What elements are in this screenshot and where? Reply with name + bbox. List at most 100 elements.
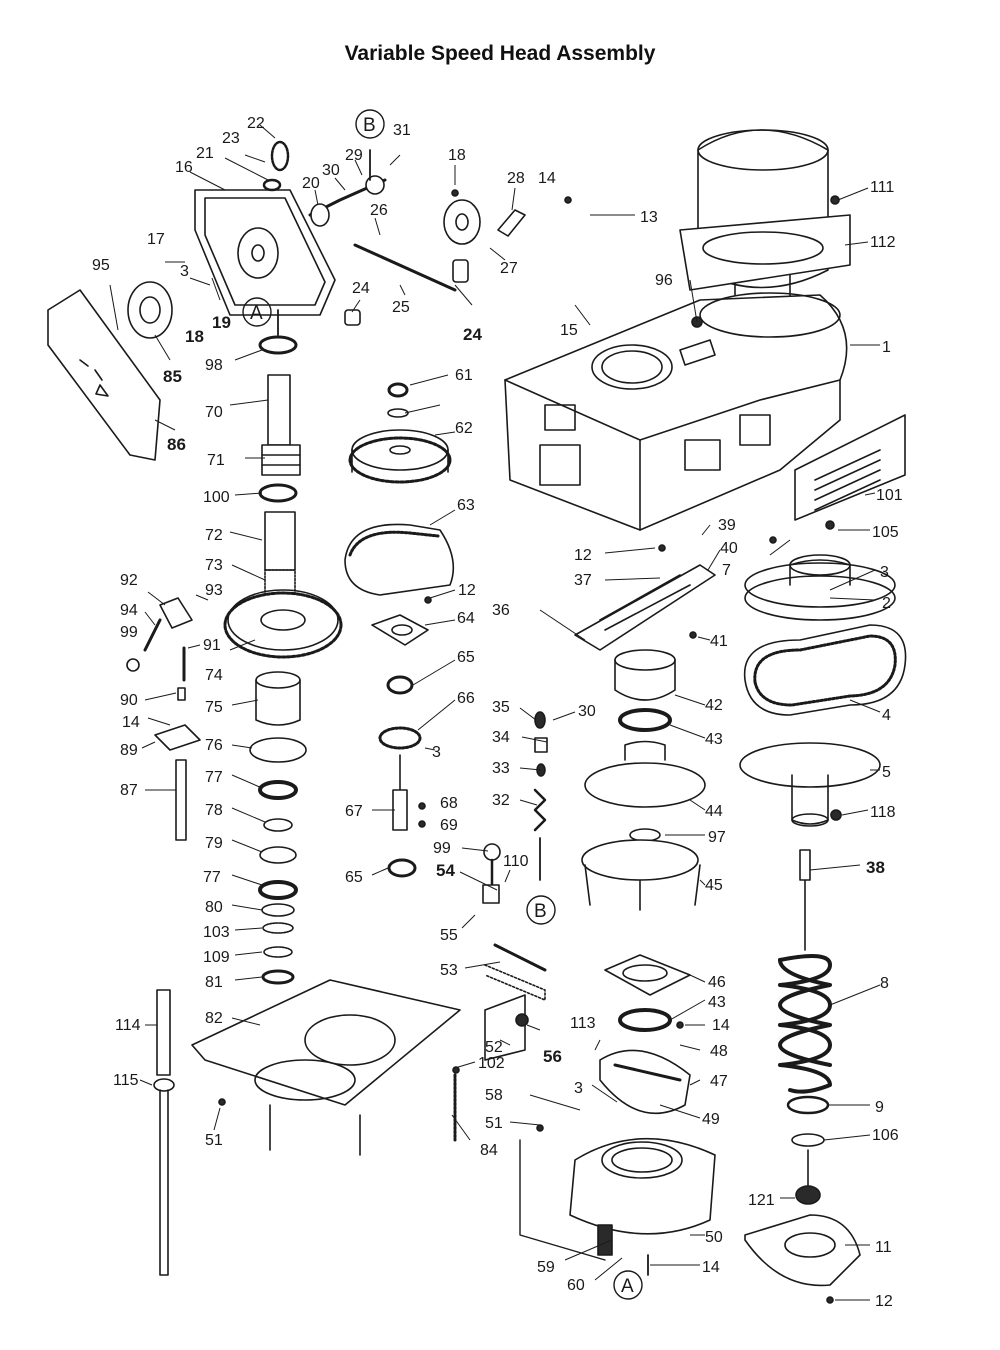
motor-pulley-disc <box>581 740 706 911</box>
label-31: 31 <box>393 122 411 139</box>
label-48: 48 <box>710 1043 728 1060</box>
label-3-left: 3 <box>180 263 189 280</box>
top-gear-cover <box>194 189 336 316</box>
label-86: 86 <box>167 435 186 454</box>
label-5: 5 <box>882 764 891 781</box>
label-30-top: 30 <box>322 162 340 179</box>
label-24-top: 24 <box>352 280 370 297</box>
label-79: 79 <box>205 835 223 852</box>
ref-circle-b-bottom <box>526 895 556 925</box>
quill-stack <box>249 671 307 985</box>
gear-shaft <box>387 789 417 878</box>
label-18-left: 18 <box>185 327 204 346</box>
small-gear <box>378 675 422 791</box>
label-92: 92 <box>120 572 138 589</box>
label-9: 9 <box>875 1099 884 1116</box>
label-14-left: 14 <box>122 714 140 731</box>
label-100: 100 <box>203 489 230 506</box>
label-27: 27 <box>500 260 518 277</box>
label-110: 110 <box>503 853 529 870</box>
label-109: 109 <box>203 949 230 966</box>
label-112: 112 <box>870 234 896 251</box>
lock-lever <box>126 597 193 682</box>
label-72: 72 <box>205 527 223 544</box>
knob-lever <box>482 843 501 904</box>
label-13: 13 <box>640 209 658 226</box>
label-94: 94 <box>120 602 138 619</box>
motor-flange-plate <box>679 214 851 291</box>
label-103: 103 <box>203 924 230 941</box>
label-23: 23 <box>222 130 240 147</box>
label-51-left: 51 <box>205 1132 223 1149</box>
label-53: 53 <box>440 962 458 979</box>
diagram-title: Variable Speed Head Assembly <box>344 42 656 65</box>
label-11: 11 <box>875 1239 892 1256</box>
label-115: 115 <box>113 1072 139 1089</box>
long-rod <box>153 989 175 1276</box>
head-housing <box>504 292 848 531</box>
label-87: 87 <box>120 782 138 799</box>
ref-a-top: A <box>250 303 263 324</box>
splined-spindle <box>264 511 296 601</box>
label-46: 46 <box>708 974 726 991</box>
label-14-bottom: 14 <box>702 1259 720 1276</box>
part-labels: 1 2 3 4 5 7 8 9 11 12 12 12 13 14 14 14 … <box>92 115 903 1310</box>
label-52: 52 <box>485 1039 503 1056</box>
timing-belt <box>344 523 455 596</box>
label-38: 38 <box>866 858 885 877</box>
lock-block <box>154 687 201 751</box>
label-24-bottom: 24 <box>463 325 482 344</box>
label-3-lower: 3 <box>574 1080 583 1097</box>
label-82: 82 <box>205 1010 223 1027</box>
label-77-top: 77 <box>205 769 223 786</box>
label-98: 98 <box>205 357 223 374</box>
label-121: 121 <box>748 1192 775 1209</box>
label-14-right: 14 <box>712 1017 730 1034</box>
label-7: 7 <box>722 562 731 579</box>
label-14-top: 14 <box>538 170 556 187</box>
ref-circle-a-top <box>242 297 272 327</box>
label-78: 78 <box>205 802 223 819</box>
dial-disc <box>127 281 173 339</box>
label-26: 26 <box>370 202 388 219</box>
label-71: 71 <box>207 452 225 469</box>
label-39: 39 <box>718 517 736 534</box>
label-62: 62 <box>455 420 473 437</box>
leader-lines <box>109 124 881 1301</box>
label-19: 19 <box>212 313 231 332</box>
label-15: 15 <box>560 322 578 339</box>
label-49: 49 <box>702 1111 720 1128</box>
label-75: 75 <box>205 699 223 716</box>
label-8: 8 <box>880 975 889 992</box>
label-97: 97 <box>708 829 726 846</box>
label-90: 90 <box>120 692 138 709</box>
label-18-top: 18 <box>448 147 466 164</box>
label-111: 111 <box>870 179 894 196</box>
spring <box>778 849 832 1094</box>
spring-seat-and-ring <box>786 1095 830 1205</box>
label-105: 105 <box>872 524 899 541</box>
large-spur-gear <box>348 429 452 484</box>
bull-gear <box>223 589 343 659</box>
label-64: 64 <box>457 610 475 627</box>
screws <box>218 189 842 1304</box>
label-12-bottom: 12 <box>875 1293 893 1310</box>
label-84: 84 <box>480 1142 498 1159</box>
label-77-bottom: 77 <box>203 869 221 886</box>
worm-wheel <box>443 199 526 245</box>
label-42: 42 <box>705 697 723 714</box>
bearing-plate <box>371 614 429 646</box>
label-65-top: 65 <box>457 649 475 666</box>
bottom-cover-plate <box>744 1214 861 1287</box>
ref-b-bottom: B <box>534 901 547 922</box>
label-68: 68 <box>440 795 458 812</box>
label-96: 96 <box>655 272 673 289</box>
side-cover-plate <box>47 289 161 461</box>
label-12-center: 12 <box>458 582 476 599</box>
label-91: 91 <box>203 637 221 654</box>
label-114: 114 <box>115 1017 141 1034</box>
label-12-mid: 12 <box>574 547 592 564</box>
label-61: 61 <box>455 367 473 384</box>
bearing-housing <box>614 649 676 732</box>
